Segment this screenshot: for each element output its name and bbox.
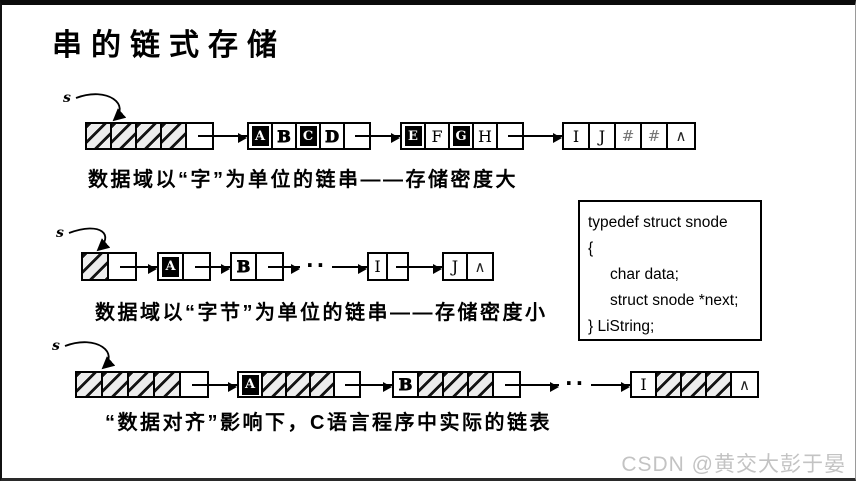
cell-hatched — [707, 373, 732, 396]
row-caption: 数据域以“字节”为单位的链串——存储密度小 — [95, 302, 548, 324]
cell-hatched — [103, 373, 129, 396]
cell-hatched — [129, 373, 155, 396]
cell-char-inverted: C — [297, 124, 321, 148]
list-node — [85, 122, 214, 150]
list-node: J∧ — [442, 252, 494, 281]
cell-char: I — [564, 124, 590, 148]
head-pointer-curve — [75, 93, 127, 122]
next-pointer-arrow — [197, 133, 247, 143]
pointer-label: s — [63, 90, 71, 106]
next-pointer-arrow — [355, 133, 400, 143]
char-chip: C — [299, 126, 317, 146]
next-pointer-arrow — [345, 381, 392, 392]
row-caption: “数据对齐”影响下，C语言程序中实际的链表 — [105, 412, 552, 434]
cell-hatched — [77, 373, 103, 396]
cell-hatched — [155, 373, 181, 396]
cell-null-pointer: ∧ — [474, 257, 486, 276]
char-chip: A — [241, 374, 259, 395]
next-pointer-arrow — [120, 263, 157, 274]
cell-null-pointer: ∧ — [675, 127, 687, 145]
row-caption: 数据域以“字”为单位的链串——存储密度大 — [88, 169, 518, 191]
cell-char: I — [369, 254, 388, 279]
list-node: I∧ — [630, 371, 759, 398]
next-pointer-arrow — [332, 263, 367, 274]
cell-hatched — [112, 124, 137, 148]
cell-hatched — [444, 373, 469, 396]
cell-hatched — [137, 124, 162, 148]
cell-char-inverted: A — [249, 124, 273, 148]
code-line: char data; — [610, 266, 679, 283]
next-pointer-arrow — [194, 263, 230, 274]
head-pointer-curve — [64, 341, 116, 370]
cell-char: J — [444, 254, 468, 279]
next-pointer-arrow — [267, 263, 300, 274]
code-line: struct snode *next; — [610, 292, 739, 309]
ellipsis-dots: ·· — [565, 370, 587, 395]
char-chip: A — [251, 126, 269, 146]
cell-hatched — [469, 373, 494, 396]
head-pointer-curve — [68, 227, 111, 252]
cell-hatched — [657, 373, 682, 396]
next-pointer-arrow — [591, 381, 630, 392]
code-box: typedef struct snode { char data; struct sn… — [578, 200, 762, 341]
cell-hatched — [162, 124, 187, 148]
cell-char-stencil: D — [321, 124, 345, 148]
page-title: 串的链式存储 — [52, 28, 286, 63]
list-node: A — [237, 371, 361, 398]
cell-hatched — [83, 254, 109, 279]
watermark: CSDN @黄交大彭于晏 — [621, 453, 846, 476]
next-pointer-arrow — [508, 133, 562, 143]
char-chip: E — [404, 126, 422, 146]
cell-char-stencil: B — [273, 124, 297, 148]
cell-hatched — [263, 373, 287, 396]
list-node: B — [392, 371, 521, 398]
next-pointer-arrow — [192, 381, 237, 392]
cell-pad-char: # — [642, 124, 668, 148]
cell-char-stencil: B — [394, 373, 419, 396]
ellipsis-dots: ·· — [306, 252, 328, 277]
cell-hatched — [311, 373, 335, 396]
next-pointer-arrow — [395, 263, 442, 274]
cell-hatched — [419, 373, 444, 396]
cell-char-inverted: E — [402, 124, 426, 148]
code-line: typedef struct snode — [588, 214, 728, 231]
cell-hatched — [287, 373, 311, 396]
cell-char-inverted: G — [450, 124, 474, 148]
cell-char: J — [590, 124, 616, 148]
cell-char-inverted: A — [159, 254, 184, 279]
cell-hatched — [682, 373, 707, 396]
cell-char: F — [426, 124, 450, 148]
cell-char: I — [632, 373, 657, 396]
cell-pad-char: # — [616, 124, 642, 148]
next-pointer-arrow — [504, 381, 559, 392]
char-chip: G — [452, 126, 470, 146]
code-line: { — [588, 240, 594, 257]
list-node: B — [230, 252, 284, 281]
list-node — [75, 371, 209, 398]
cell-char-stencil: B — [232, 254, 257, 279]
cell-null-pointer: ∧ — [739, 375, 750, 394]
code-line: } LiString; — [588, 318, 655, 335]
cell-char: H — [474, 124, 498, 148]
char-chip: A — [162, 256, 179, 277]
cell-hatched — [87, 124, 112, 148]
cell-char-inverted: A — [239, 373, 263, 396]
pointer-label: s — [52, 338, 60, 354]
pointer-label: s — [56, 225, 64, 241]
